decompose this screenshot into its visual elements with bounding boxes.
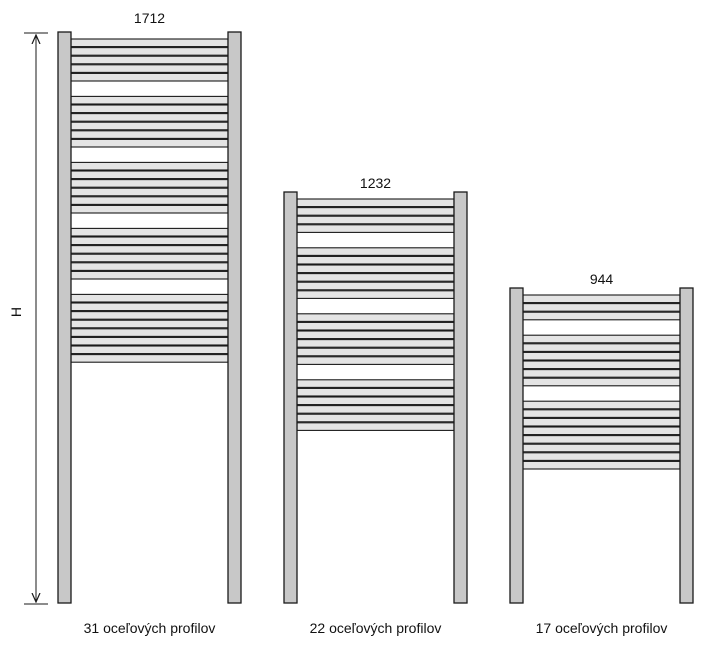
steel-profile-bar xyxy=(522,443,681,453)
radiator-1712: 1712 31 oceľových profilov xyxy=(57,10,242,636)
right-post xyxy=(679,287,694,604)
left-post xyxy=(57,31,72,604)
steel-profile-bar xyxy=(522,435,681,444)
steel-profile-bar xyxy=(296,281,455,291)
steel-profile-bar xyxy=(70,311,229,320)
steel-profile-bar xyxy=(70,179,229,188)
steel-profile-bar xyxy=(70,204,229,214)
steel-profile-bar xyxy=(522,334,681,344)
steel-profile-bar xyxy=(296,347,455,357)
steel-profile-bar xyxy=(70,38,229,48)
steel-profile-bar xyxy=(70,336,229,346)
steel-profile-bar xyxy=(296,387,455,397)
steel-profile-bar xyxy=(296,264,455,274)
steel-profile-bar xyxy=(296,215,455,225)
steel-profile-bar xyxy=(522,409,681,418)
steel-profile-bar xyxy=(70,161,229,171)
steel-profile-bar xyxy=(522,294,681,304)
steel-profile-bar xyxy=(296,247,455,256)
steel-profile-bar xyxy=(70,187,229,197)
steel-profile-bar xyxy=(522,351,681,361)
steel-profile-bar xyxy=(70,302,229,312)
steel-profile-bar xyxy=(70,328,229,337)
steel-profile-bar xyxy=(70,196,229,205)
height-label: 1712 xyxy=(134,10,165,26)
steel-profile-bar xyxy=(70,236,229,246)
steel-profile-bar xyxy=(522,311,681,321)
steel-profile-bar xyxy=(522,303,681,312)
steel-profile-bar xyxy=(296,396,455,406)
steel-profile-bar xyxy=(296,413,455,423)
steel-profile-bar xyxy=(70,121,229,131)
steel-profile-bar xyxy=(70,55,229,65)
steel-profile-bar xyxy=(70,113,229,122)
steel-profile-bar xyxy=(296,255,455,265)
profile-count-caption: 17 oceľových profilov xyxy=(536,620,668,636)
steel-profile-bar xyxy=(296,422,455,431)
steel-profile-bar xyxy=(70,170,229,180)
steel-profile-bar xyxy=(70,104,229,114)
radiator-1232: 1232 22 oceľových profilov xyxy=(283,175,468,636)
profile-count-caption: 31 oceľových profilov xyxy=(84,620,216,636)
steel-profile-bar xyxy=(296,330,455,340)
steel-profile-bar xyxy=(296,224,455,233)
steel-profile-bar xyxy=(296,273,455,282)
steel-profile-bar xyxy=(70,47,229,56)
steel-profile-bar xyxy=(296,321,455,331)
steel-profile-bar xyxy=(70,270,229,280)
steel-profile-bar xyxy=(70,319,229,329)
steel-profile-bar xyxy=(522,460,681,470)
height-label: 944 xyxy=(590,271,614,287)
left-post xyxy=(283,191,298,604)
steel-profile-bar xyxy=(296,339,455,348)
steel-profile-bar xyxy=(70,95,229,105)
steel-profile-bar xyxy=(296,198,455,208)
steel-profile-bar xyxy=(296,290,455,299)
steel-profile-bar xyxy=(70,227,229,237)
steel-profile-bar xyxy=(522,400,681,410)
steel-profile-bar xyxy=(296,356,455,365)
steel-profile-bar xyxy=(522,417,681,427)
radiator-944: 944 17 oceľových profilov xyxy=(509,271,694,636)
steel-profile-bar xyxy=(70,345,229,355)
dimension-label-h: H xyxy=(8,307,24,317)
steel-profile-bar xyxy=(522,343,681,352)
steel-profile-bar xyxy=(296,405,455,414)
profile-count-caption: 22 oceľových profilov xyxy=(310,620,442,636)
steel-profile-bar xyxy=(296,207,455,216)
steel-profile-bar xyxy=(522,360,681,370)
steel-profile-bar xyxy=(296,313,455,322)
steel-profile-bar xyxy=(70,72,229,82)
steel-profile-bar xyxy=(522,426,681,436)
steel-profile-bar xyxy=(70,138,229,148)
height-dimension: H xyxy=(8,32,48,605)
steel-profile-bar xyxy=(522,377,681,387)
steel-profile-bar xyxy=(70,253,229,263)
height-label: 1232 xyxy=(360,175,391,191)
steel-profile-bar xyxy=(70,64,229,73)
steel-profile-bar xyxy=(70,130,229,139)
right-post xyxy=(227,31,242,604)
steel-profile-bar xyxy=(522,369,681,378)
right-post xyxy=(453,191,468,604)
steel-profile-bar xyxy=(70,245,229,254)
steel-profile-bar xyxy=(70,354,229,363)
left-post xyxy=(509,287,524,604)
steel-profile-bar xyxy=(70,293,229,303)
steel-profile-bar xyxy=(296,379,455,388)
steel-profile-bar xyxy=(70,262,229,271)
steel-profile-bar xyxy=(522,452,681,461)
